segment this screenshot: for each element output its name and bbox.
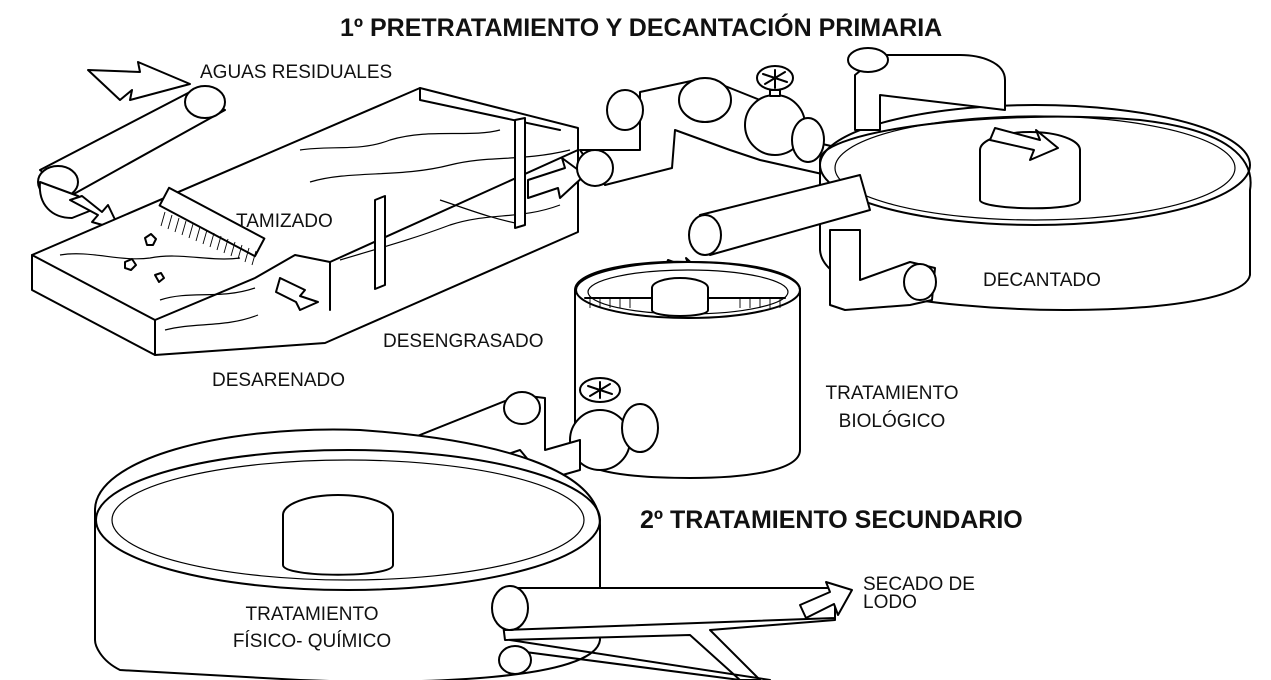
pipe-to-decanter	[576, 65, 841, 187]
label-desengrasado: DESENGRASADO	[383, 331, 544, 352]
biological-tank	[569, 260, 801, 479]
label-tratamiento-biologico: TRATAMIENTO BIOLÓGICO	[812, 383, 972, 433]
label-fisico-quimico-line1: TRATAMIENTO	[245, 604, 379, 625]
label-tamizado: TAMIZADO	[236, 211, 333, 232]
label-decantado: DECANTADO	[983, 270, 1101, 291]
label-fisico-quimico: TRATAMIENTO FÍSICO- QUÍMICO	[212, 604, 412, 653]
label-aguas-residuales: AGUAS RESIDUALES	[200, 62, 393, 83]
label-secado-line2: LODO	[863, 592, 917, 613]
pretreatment-channel	[31, 87, 586, 356]
label-tratamiento-biologico-line1: TRATAMIENTO	[825, 383, 959, 404]
physicochemical-tank	[94, 428, 853, 680]
label-fisico-quimico-line2: FÍSICO- QUÍMICO	[232, 631, 392, 652]
label-desarenado: DESARENADO	[212, 370, 346, 391]
title-stage-2: 2º TRATAMIENTO SECUNDARIO	[640, 506, 1023, 534]
label-tratamiento-biologico-line2: BIOLÓGICO	[838, 411, 946, 432]
decanter-tank	[819, 47, 1252, 312]
inlet-arrow	[87, 61, 191, 101]
title-stage-1: 1º PRETRATAMIENTO Y DECANTACIÓN PRIMARIA	[340, 14, 943, 42]
label-secado-line1: SECADO DE	[863, 574, 975, 595]
label-secado-de-lodo: SECADO DE LODO	[863, 574, 975, 613]
